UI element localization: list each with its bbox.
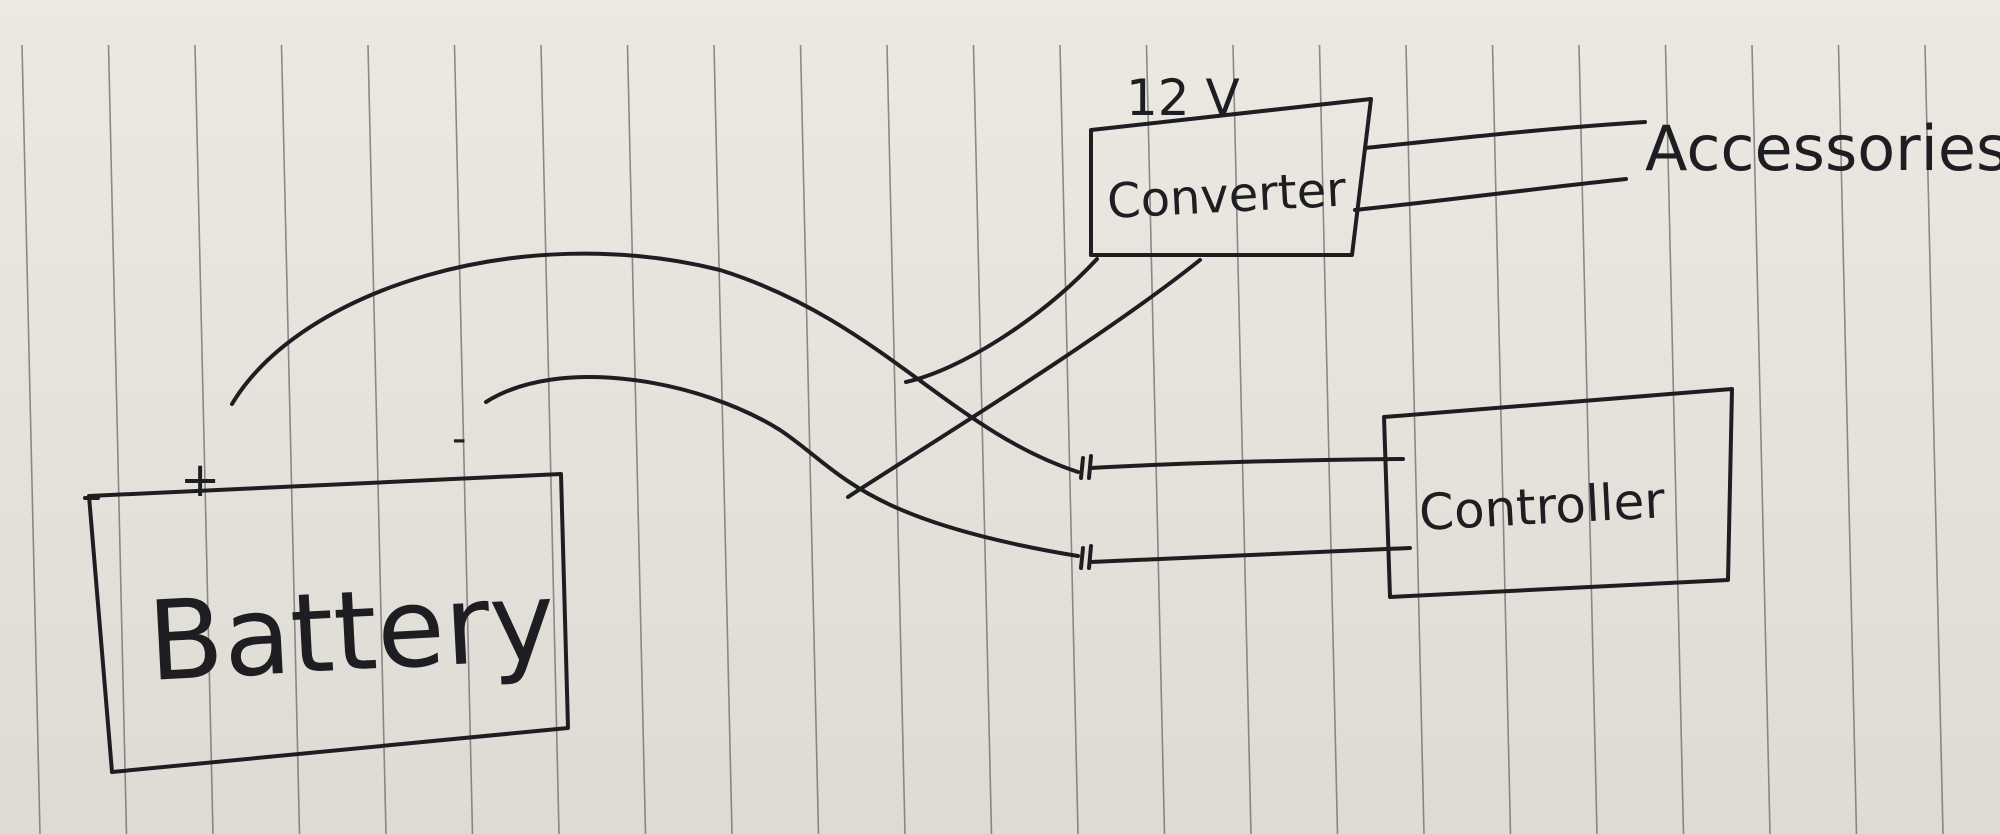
paper-rule-line [194,44,214,834]
wire-converter-to-plus [904,257,1099,384]
converter-box [1089,97,1373,257]
battery-box [83,472,570,774]
connector-minus [1079,544,1093,570]
paper-rule-line [1578,44,1598,834]
controller-box [1382,387,1734,599]
controller-node: Controller [1382,387,1734,599]
connector-plus [1079,454,1093,480]
wire-converter-to-minus [846,258,1202,499]
battery-plus-terminal: + [180,452,220,508]
paper-rule-line [1405,44,1425,834]
wire-converter-to-accessories-1 [1363,120,1647,150]
paper-rule-line [1059,44,1079,834]
wire-battery-plus-to-controller [230,251,1080,474]
paper-rule-line [1664,44,1685,834]
paper-rule-line [1232,44,1252,834]
battery-label: Battery [145,557,558,706]
paper-rule-line [367,44,387,834]
paper-rule-lines [21,44,1944,834]
accessories-label: Accessories [1645,112,2000,185]
converter-label: Converter [1106,162,1348,230]
paper-rule-line [799,44,820,834]
paper-rule-line [1318,44,1339,834]
converter-voltage-label: 12 V [1126,69,1240,127]
paper-rule-line [886,44,906,834]
wire-battery-minus-to-controller [484,375,1080,558]
paper-rule-line [21,44,41,834]
paper-rule-line [453,44,474,834]
paper-rule-line [1491,44,1512,834]
paper-rule-line [713,44,733,834]
paper-rule-line [972,44,993,834]
wire-controller-minus [1089,546,1412,564]
paper-rule-line [1924,44,1944,834]
paper-rule-line [1751,44,1771,834]
paper-rule-line [107,44,128,834]
battery-node: Battery + - [83,416,570,774]
paper-rule-line [626,44,647,834]
controller-label: Controller [1418,471,1667,542]
paper-rule-line [1837,44,1858,834]
wire-controller-plus [1089,457,1405,470]
paper-rule-line [540,44,560,834]
paper-rule-line [1145,44,1166,834]
wire-converter-to-accessories-2 [1353,177,1628,212]
battery-minus-terminal: - [452,416,466,462]
converter-node: 12 V Converter [1089,69,1373,257]
paper-rule-line [280,44,301,834]
